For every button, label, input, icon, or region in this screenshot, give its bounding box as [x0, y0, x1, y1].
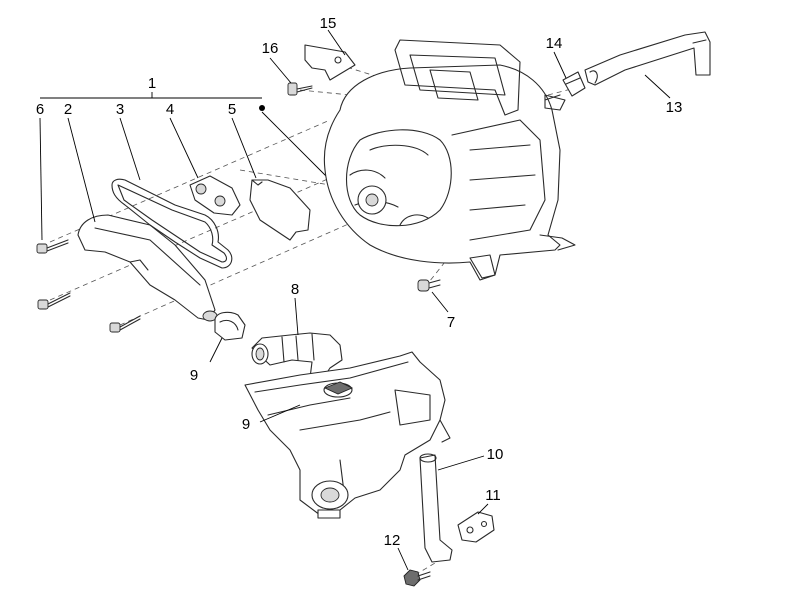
callout-9-lower: 9: [242, 416, 250, 433]
part-16-screw: [269, 57, 313, 96]
part-5-pad: [231, 117, 311, 241]
callout-10: 10: [487, 446, 504, 463]
part-6-screws: [36, 117, 141, 333]
bracket-marker-dot: [259, 105, 265, 111]
part-9-airbox: [244, 351, 451, 519]
part-14-clamp: [553, 51, 586, 97]
callout-1: 1: [148, 75, 156, 92]
part-3-gasket: [111, 117, 233, 269]
fan-shroud-housing: [323, 39, 576, 281]
part-2-cover: [67, 117, 218, 322]
callout-13: 13: [666, 99, 683, 116]
part-13-hose: [584, 31, 711, 99]
callout-4: 4: [166, 101, 174, 118]
callout-9-upper: 9: [190, 367, 198, 384]
part-12-bolt: [397, 547, 431, 587]
callout-5: 5: [228, 101, 236, 118]
callout-16: 16: [262, 40, 279, 57]
callout-3: 3: [116, 101, 124, 118]
part-9-clamp-upper: [209, 311, 246, 363]
callout-12: 12: [384, 532, 401, 549]
part-11-gasket: [457, 503, 495, 543]
part-7-screw: [417, 279, 449, 313]
callout-2: 2: [64, 101, 72, 118]
callout-8: 8: [291, 281, 299, 298]
part-10-pipe: [419, 453, 485, 563]
part-15-bracket: [304, 29, 356, 81]
callout-6: 6: [36, 101, 44, 118]
callout-15: 15: [320, 15, 337, 32]
part-4-plate: [169, 117, 241, 216]
callout-14: 14: [546, 35, 563, 52]
callout-7: 7: [447, 314, 455, 331]
callout-labels: 1 2 3 4 5 6 7 8 9 9 10 11 12 13 14 15 16: [36, 15, 683, 549]
callout-11: 11: [485, 487, 501, 504]
part-8-duct: [251, 297, 343, 381]
group-bracket-1: [40, 92, 336, 186]
